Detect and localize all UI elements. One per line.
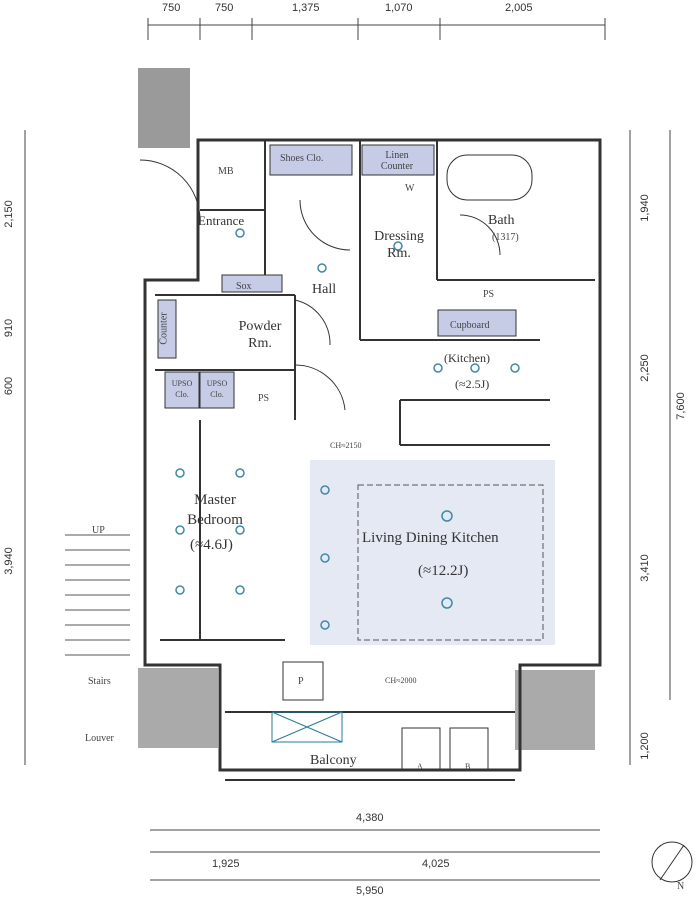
label-unit-a: A [417, 762, 423, 771]
dim-bottom-total: 5,950 [356, 885, 384, 897]
label-louver: Louver [85, 733, 114, 744]
dim-right-total: 7,600 [674, 392, 687, 420]
label-kitchen-size: (≈2.5J) [455, 377, 490, 391]
label-ceiling-height-2: CH≈2150 [330, 441, 362, 450]
label-master-bedroom: Master Bedroom [187, 492, 243, 528]
dim-top-4: 1,070 [385, 2, 413, 14]
dim-top-1: 750 [162, 2, 181, 14]
label-ldk: Living Dining Kitchen [362, 530, 499, 546]
dim-bottom-1: 1,925 [212, 858, 240, 870]
exterior-wall [143, 138, 602, 772]
label-closet-1: UPSO Clo. [171, 379, 193, 399]
label-shoes-closet: Shoes Clo. [280, 153, 324, 164]
shoes-closet [269, 144, 353, 176]
dim-right-3: 3,410 [638, 554, 651, 582]
label-mb: MB [218, 166, 234, 177]
label-ps-1: PS [258, 393, 270, 404]
dim-top-2: 750 [215, 2, 234, 14]
ldk-highlight [310, 460, 555, 645]
label-north: N [677, 881, 685, 892]
dim-bottom-upper: 4,380 [356, 812, 384, 824]
dim-left-1: 2,150 [2, 200, 15, 228]
dim-left-3: 600 [3, 376, 16, 396]
label-closet-2: UPSO Clo. [206, 379, 228, 399]
label-kitchen: (Kitchen) [444, 351, 490, 365]
label-up: UP [92, 525, 105, 536]
label-stairs: Stairs [88, 676, 111, 687]
label-unit-b: B [465, 762, 471, 771]
label-w: W [405, 183, 415, 194]
dim-top-3: 1,375 [292, 2, 320, 14]
label-sox: Sox [236, 281, 252, 292]
label-dressing: Dressing Rm. [374, 229, 424, 261]
entrance-door [139, 159, 201, 221]
label-bath-size: (1317) [492, 232, 519, 243]
dim-left-2: 910 [3, 318, 16, 338]
north-compass [651, 841, 693, 883]
label-powder: Powder Rm. [238, 319, 282, 351]
label-p: P [298, 676, 304, 687]
dim-right-4: 1,200 [638, 732, 651, 760]
label-balcony: Balcony [310, 753, 357, 768]
label-counter: Counter [158, 312, 170, 345]
dim-bottom-2: 4,025 [422, 858, 450, 870]
dim-top-5: 2,005 [505, 2, 533, 14]
label-cupboard: Cupboard [450, 320, 490, 331]
column [138, 68, 190, 148]
label-ps-2: PS [483, 289, 495, 300]
label-linen: Linen Counter [380, 150, 414, 172]
dim-left-4: 3,940 [2, 547, 15, 575]
label-hall: Hall [312, 282, 337, 297]
dim-right-1: 1,940 [638, 194, 651, 222]
label-bath: Bath [488, 213, 515, 228]
label-entrance: Entrance [198, 213, 245, 228]
label-ceiling-height: CH≈2000 [385, 676, 417, 685]
dim-right-2: 2,250 [638, 354, 651, 382]
label-master-size: (≈4.6J) [190, 537, 233, 553]
label-ldk-size: (≈12.2J) [418, 563, 469, 579]
